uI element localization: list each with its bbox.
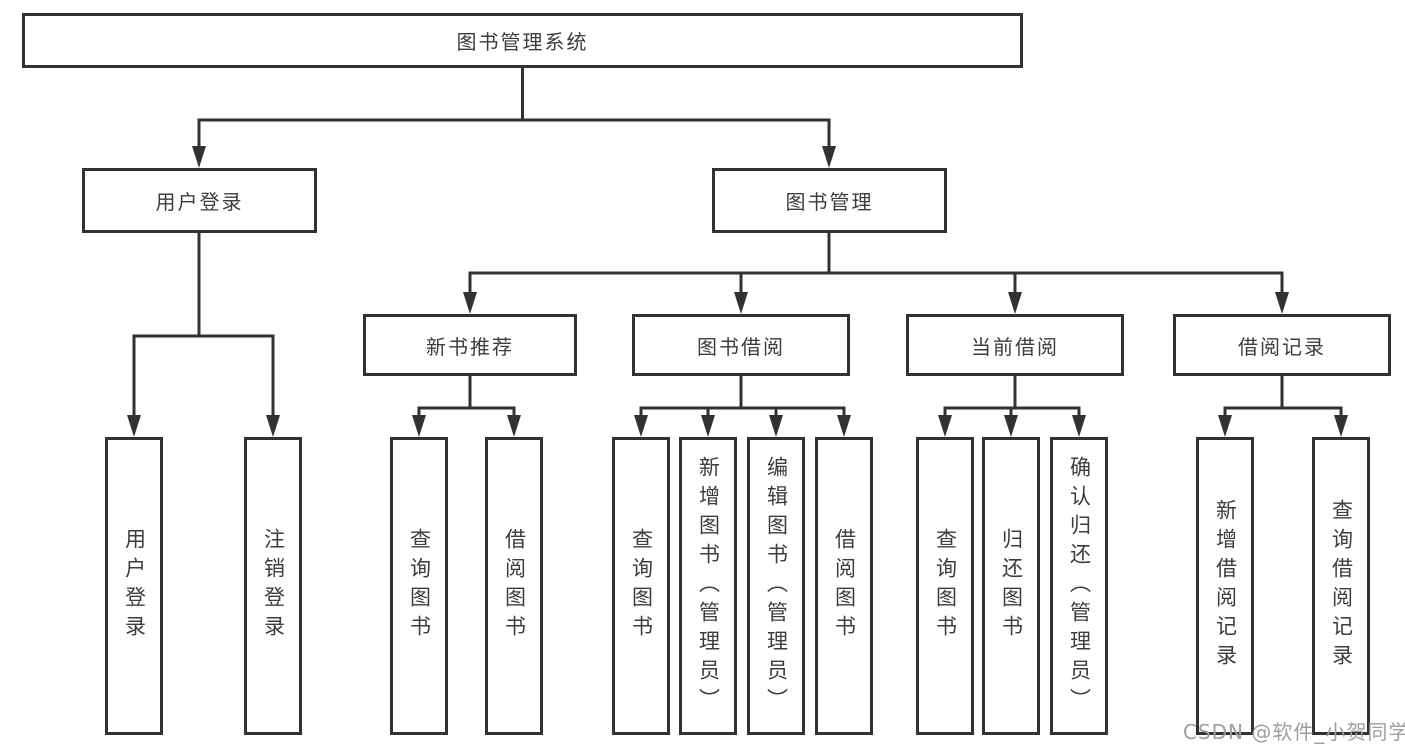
node-current-borrow-label: 当前借阅 [971,334,1059,359]
node-user-login: 用户登录 [82,168,317,233]
leaf-return-book: 归还图书 [982,437,1040,735]
leaf-current-query: 查询图书 [916,437,974,735]
leaf-newbook-query-label: 查询图书 [407,528,432,644]
leaf-user-login-label: 用户登录 [122,528,147,644]
leaf-return-book-label: 归还图书 [999,528,1024,644]
leaf-newbook-borrow: 借阅图书 [485,437,543,735]
leaf-borrow-edit-admin-label: 编辑图书（管理员） [764,455,789,717]
leaf-borrow-book: 借阅图书 [815,437,873,735]
node-book-management: 图书管理 [712,168,947,233]
node-current-borrow: 当前借阅 [906,314,1124,376]
leaf-newbook-borrow-label: 借阅图书 [502,528,527,644]
leaf-user-login: 用户登录 [105,437,163,735]
node-book-borrow-label: 图书借阅 [697,334,785,359]
leaf-current-query-label: 查询图书 [933,528,958,644]
connector-userlogin-to-leaves [132,231,275,418]
leaf-record-add-label: 新增借阅记录 [1213,499,1238,673]
node-root-system: 图书管理系统 [22,13,1023,68]
node-borrow-record-label: 借阅记录 [1238,334,1326,359]
csdn-watermark: CSDN @软件_小贺同学 [1183,720,1405,744]
node-book-management-label: 图书管理 [785,190,874,214]
node-new-book-recommend-label: 新书推荐 [426,334,514,359]
node-book-borrow: 图书借阅 [632,314,850,376]
node-borrow-record: 借阅记录 [1173,314,1391,376]
leaf-logout-label: 注销登录 [261,528,286,644]
connector-newbook-to-leaves [417,374,516,418]
connector-bookborrow-to-leaves [639,374,846,418]
leaf-newbook-query: 查询图书 [390,437,448,735]
leaf-borrow-add-admin: 新增图书（管理员） [679,437,737,735]
node-new-book-recommend: 新书推荐 [363,314,577,376]
leaf-record-query-label: 查询借阅记录 [1329,499,1354,673]
leaf-record-query: 查询借阅记录 [1312,437,1370,735]
leaf-borrow-book-label: 借阅图书 [832,528,857,644]
connector-bookmgmt-to-level3 [468,231,1284,295]
leaf-confirm-return-admin-label: 确认归还（管理员） [1067,455,1092,717]
arrowheads [127,146,1348,437]
connector-currentborrow-to-leaves [943,374,1081,418]
leaf-borrow-query: 查询图书 [612,437,670,735]
leaf-logout: 注销登录 [244,437,302,735]
leaf-borrow-query-label: 查询图书 [629,528,654,644]
leaf-confirm-return-admin: 确认归还（管理员） [1050,437,1108,735]
node-user-login-label: 用户登录 [155,190,244,214]
connector-root-to-level2 [197,66,831,149]
leaf-borrow-edit-admin: 编辑图书（管理员） [747,437,805,735]
connector-borrowrecord-to-leaves [1223,374,1343,418]
leaf-record-add: 新增借阅记录 [1196,437,1254,735]
leaf-borrow-add-admin-label: 新增图书（管理员） [696,455,721,717]
node-root-label: 图书管理系统 [456,30,589,54]
